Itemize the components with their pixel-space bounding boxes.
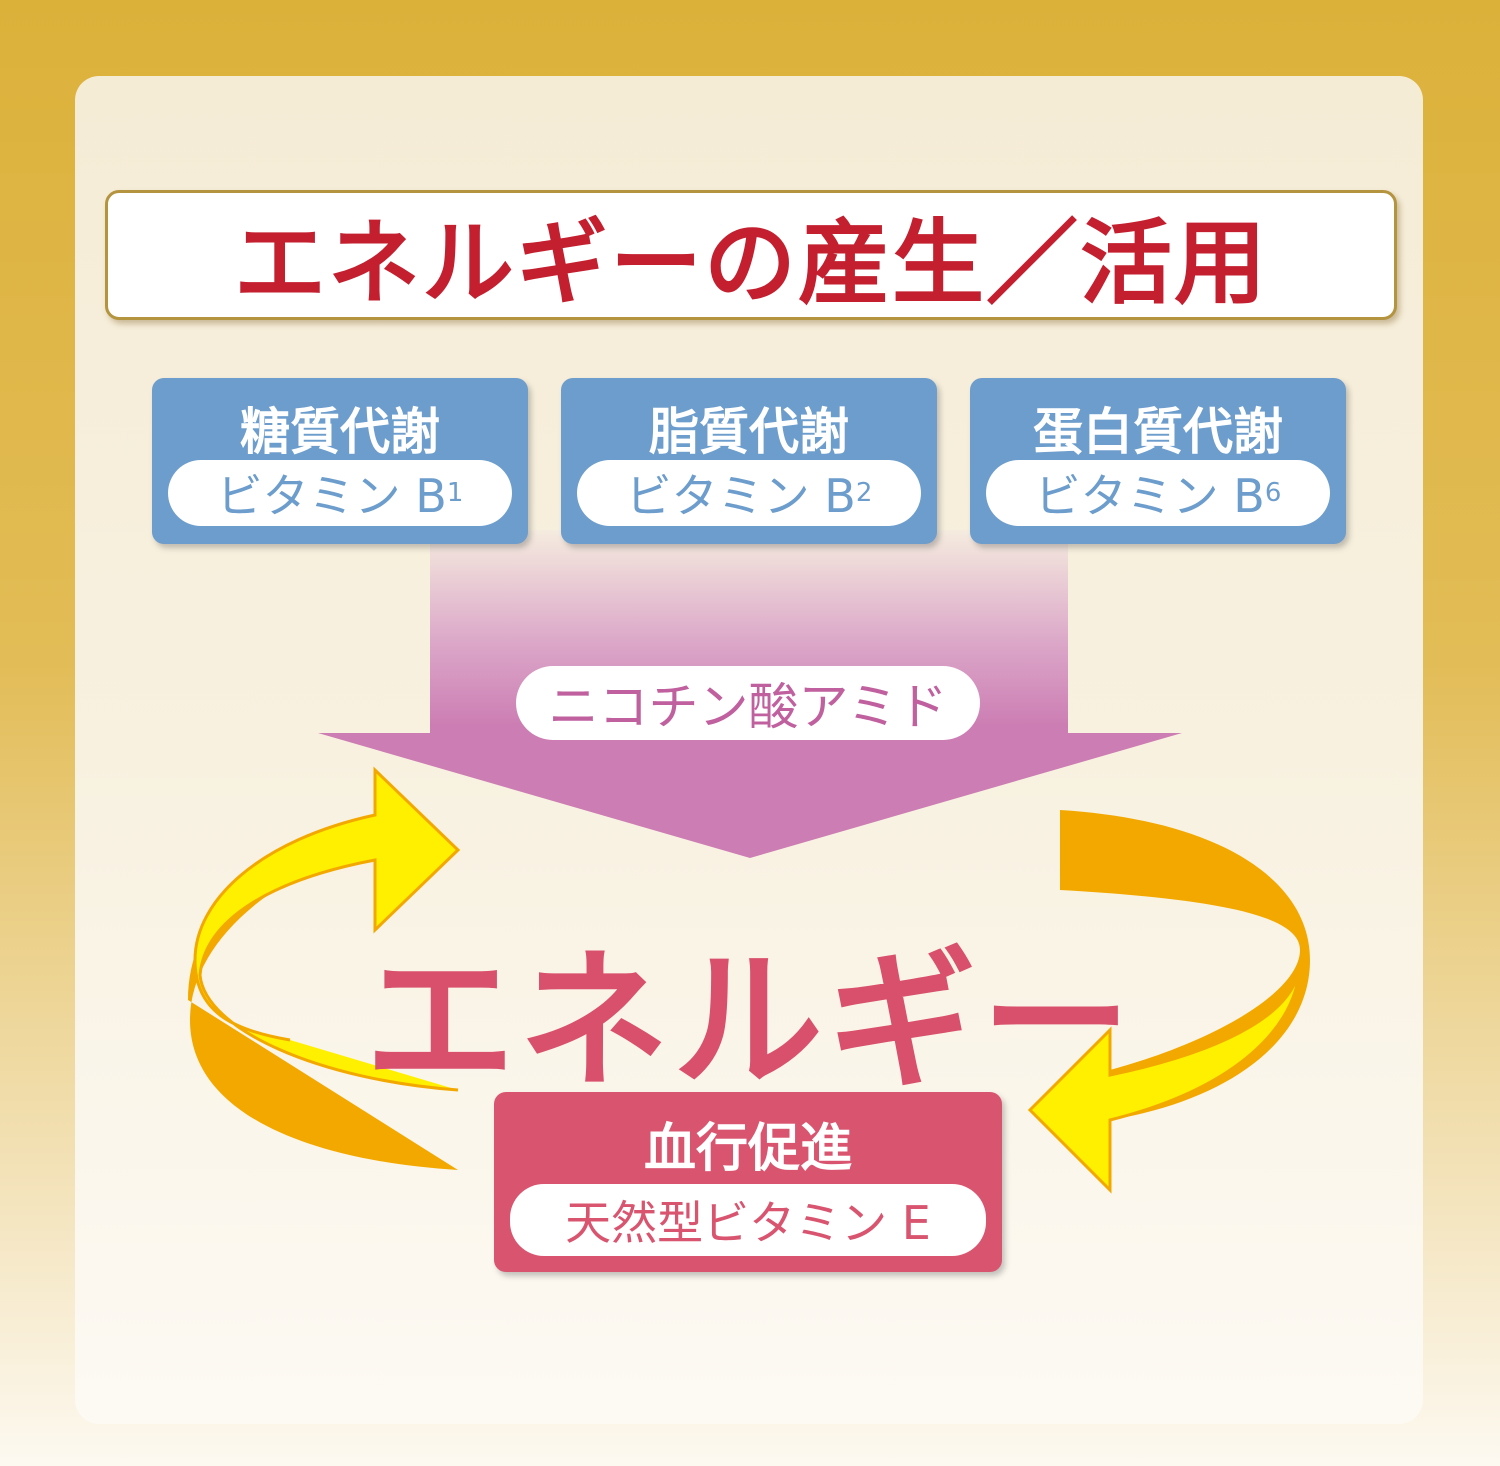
vitamin-sub: 1 — [446, 478, 464, 508]
vitamin-sub: 2 — [855, 478, 873, 508]
page-title: エネルギーの産生／活用 — [233, 209, 1268, 317]
vitamin-sub: 6 — [1264, 478, 1282, 508]
metabolism-label: 蛋白質代謝 — [1033, 403, 1283, 461]
circulation-box: 血行促進 天然型ビタミン E — [494, 1092, 1002, 1272]
metabolism-label: 糖質代謝 — [240, 403, 440, 461]
energy-label: エネルギー — [364, 935, 1135, 1109]
metabolism-label: 脂質代謝 — [649, 403, 849, 461]
vitamin-text: ビタミン B — [1034, 469, 1265, 523]
nicotinamide-pill: ニコチン酸アミド — [516, 666, 980, 740]
vitamin-text: ビタミン B — [625, 469, 856, 523]
vitamin-e-pill: 天然型ビタミン E — [510, 1184, 986, 1256]
circulation-label: 血行促進 — [643, 1119, 852, 1179]
title-box: エネルギーの産生／活用 — [105, 190, 1397, 320]
vitamin-text: ビタミン B — [216, 469, 447, 523]
